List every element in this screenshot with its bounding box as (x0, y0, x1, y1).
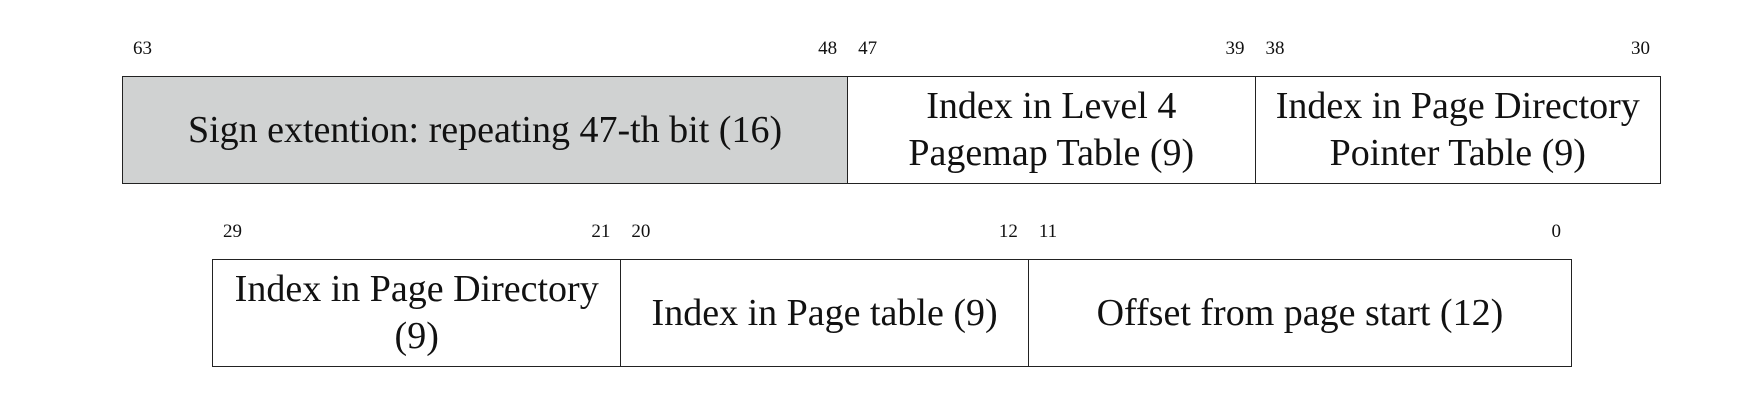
bit-number-low: 12 (998, 221, 1018, 242)
field-level4-index: 47 39 Index in Level 4 Pagemap Table (9) (847, 39, 1255, 183)
field-label: Offset from page start (12) (1096, 291, 1504, 334)
bit-number-high: 47 (858, 38, 878, 59)
bit-number-high: 11 (1038, 221, 1058, 242)
address-row-upper: 63 48 Sign extention: repeating 47-th bi… (122, 39, 1661, 184)
bit-number-high: 38 (1265, 38, 1285, 59)
bit-number-low: 21 (591, 221, 611, 242)
field-page-offset: 11 0 Offset from page start (12) (1027, 222, 1572, 366)
bit-number-high: 63 (133, 38, 152, 59)
bit-number-high: 20 (631, 221, 651, 242)
bit-number-low: 30 (1631, 38, 1650, 59)
field-label: Index in Page Directory Pointer Table (9… (1275, 85, 1640, 174)
bit-number-low: 48 (818, 38, 838, 59)
field-label: Index in Page Directory (9) (234, 268, 599, 357)
bit-number-high: 29 (223, 221, 242, 242)
address-row-lower: 29 21 Index in Page Directory (9) 20 12 … (212, 222, 1572, 367)
field-page-table-index: 20 12 Index in Page table (9) (620, 222, 1028, 366)
bit-number-low: 0 (1551, 221, 1562, 242)
bit-number-low: 39 (1225, 38, 1245, 59)
field-sign-extension: 63 48 Sign extention: repeating 47-th bi… (123, 39, 848, 183)
field-label: Index in Page table (9) (651, 291, 998, 334)
field-label: Index in Level 4 Pagemap Table (9) (908, 85, 1195, 174)
field-pdpt-index: 38 30 Index in Page Directory Pointer Ta… (1254, 39, 1660, 183)
field-label: Sign extention: repeating 47-th bit (16) (187, 108, 783, 151)
field-page-directory-index: 29 21 Index in Page Directory (9) (213, 222, 621, 366)
